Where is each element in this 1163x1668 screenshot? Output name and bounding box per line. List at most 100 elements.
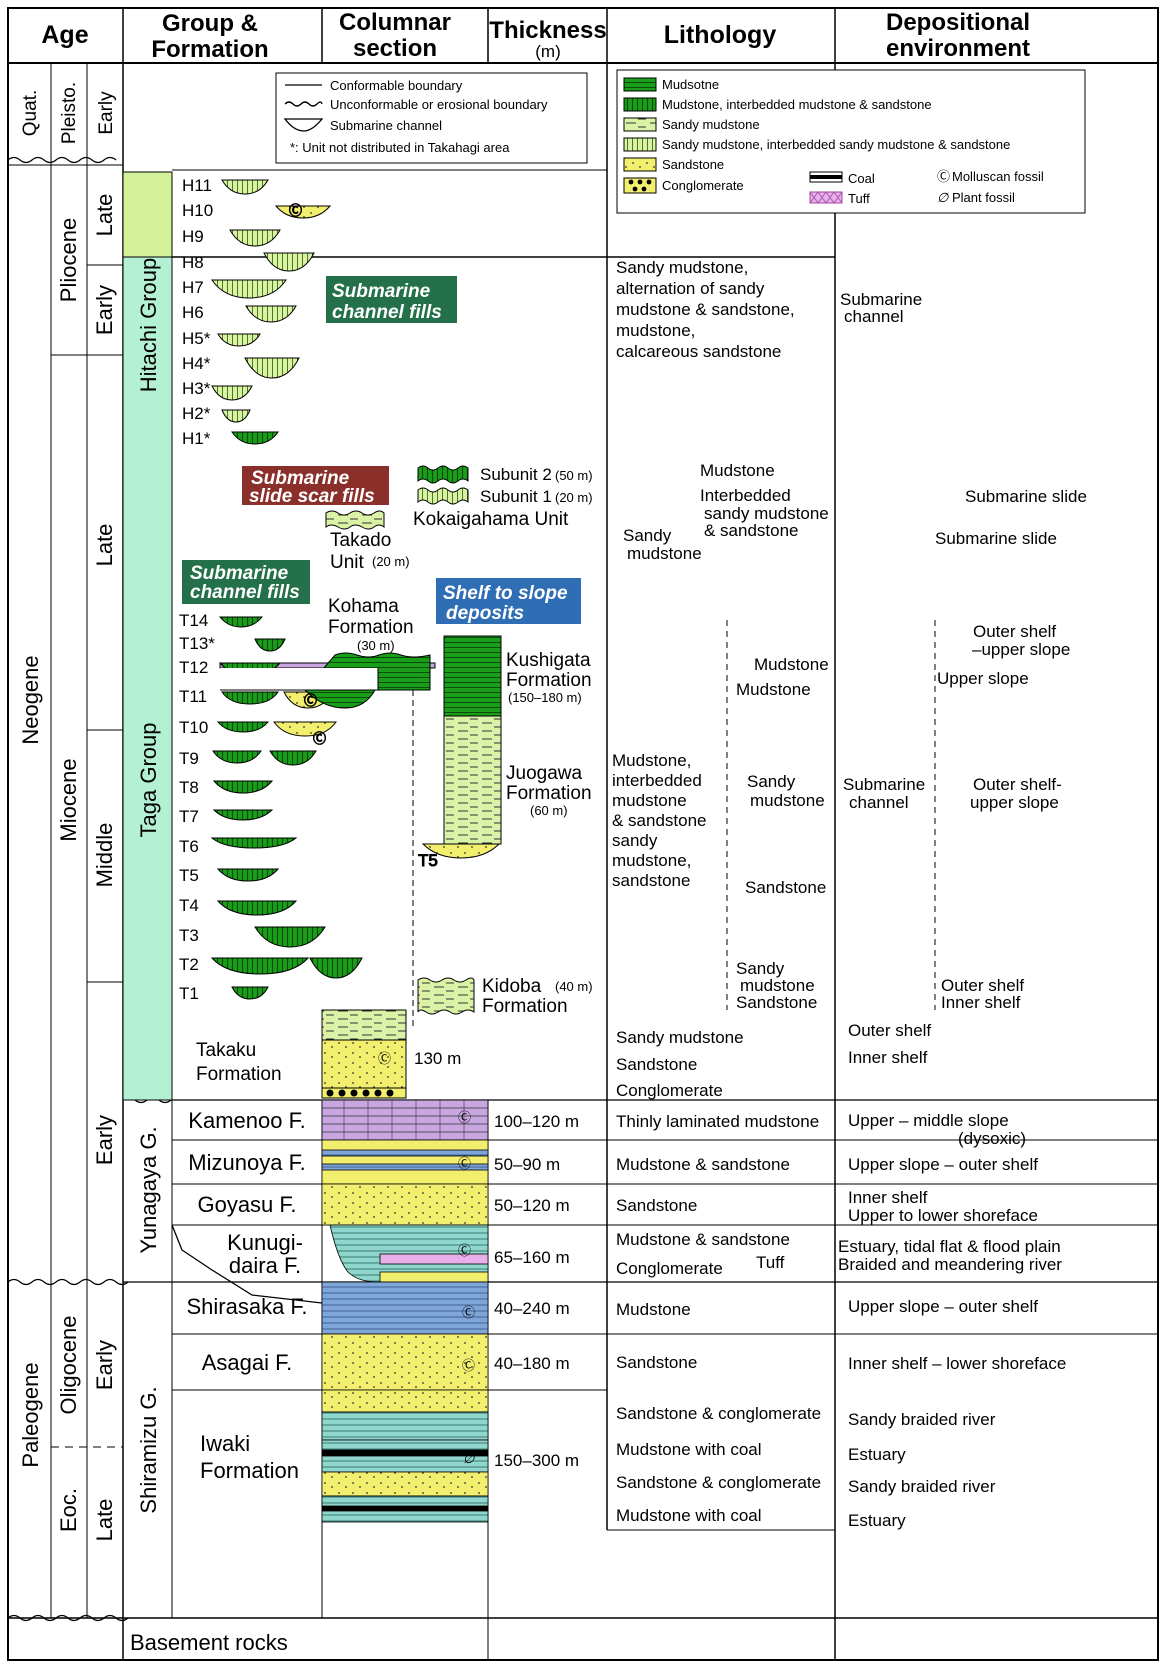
formation-names: Kamenoo F. Mizunoya F. Goyasu F. Kunugi-… xyxy=(186,1108,307,1483)
svg-text:Goyasu F.: Goyasu F. xyxy=(197,1192,296,1217)
unit-h3: H3* xyxy=(182,379,211,398)
svg-text:Kidoba: Kidoba xyxy=(482,976,542,997)
legend-conglomerate: Conglomerate xyxy=(662,178,744,193)
svg-text:Sandy: Sandy xyxy=(736,959,785,978)
svg-text:interbedded: interbedded xyxy=(612,771,702,790)
svg-text:(50 m): (50 m) xyxy=(555,468,593,483)
legend-coal: Coal xyxy=(848,171,875,186)
svg-text:upper slope: upper slope xyxy=(970,793,1059,812)
group-shiramizu: Shiramizu G. xyxy=(136,1386,161,1513)
svg-text:Formation: Formation xyxy=(482,996,568,1017)
svg-text:Conglomerate: Conglomerate xyxy=(616,1259,723,1278)
legend-note: *: Unit not distributed in Takahagi area xyxy=(290,140,510,155)
age-mio-middle: Middle xyxy=(92,823,117,888)
svg-text:Outer shelf: Outer shelf xyxy=(941,976,1024,995)
svg-text:mudstone: mudstone xyxy=(612,791,687,810)
svg-text:(30 m): (30 m) xyxy=(357,638,395,653)
plant-icon: ∅ xyxy=(937,190,949,205)
channel-symbol xyxy=(283,118,324,132)
svg-text:Outer shelf: Outer shelf xyxy=(973,622,1056,641)
environment-text-upper: Submarine channel Submarine slide Submar… xyxy=(840,290,1087,1067)
svg-text:Estuary, tidal flat & flood pl: Estuary, tidal flat & flood plain xyxy=(838,1237,1061,1256)
unit-h10: H10 xyxy=(182,201,213,220)
svg-text:T12: T12 xyxy=(179,658,208,677)
mollusc-icon-shirasaka: Ⓒ xyxy=(462,1305,475,1320)
header-group-1: Group & xyxy=(162,10,258,37)
mollusc-icon-h10: Ⓒ xyxy=(289,203,302,218)
mollusc-icon: Ⓒ xyxy=(937,169,950,184)
svg-text:T7: T7 xyxy=(179,807,199,826)
svg-text:slide scar fills: slide scar fills xyxy=(249,486,375,507)
mollusc-icon-asagai: Ⓒ xyxy=(462,1358,475,1373)
svg-text:Formation: Formation xyxy=(328,617,414,638)
svg-text:(150–180 m): (150–180 m) xyxy=(508,690,582,705)
svg-text:Inner shelf: Inner shelf xyxy=(848,1048,928,1067)
legend-mollusc: Molluscan fossil xyxy=(952,169,1044,184)
age-eoc-late: Late xyxy=(92,1499,117,1542)
legend-unconformable: Unconformable or erosional boundary xyxy=(330,97,548,112)
svg-text:Takado: Takado xyxy=(330,530,391,551)
box-slide: Submarine slide scar fills xyxy=(242,466,389,507)
legend-channel: Submarine channel xyxy=(330,118,442,133)
lithology-dashed xyxy=(726,620,936,1010)
svg-text:mudstone: mudstone xyxy=(750,791,825,810)
svg-text:Subunit 2: Subunit 2 xyxy=(480,465,552,484)
svg-text:T8: T8 xyxy=(179,778,199,797)
hitachi-units: H11 H10 H9 H8 H7 H6 H5* H4* H3* H2* H1* xyxy=(182,176,213,448)
legend-plant: Plant fossil xyxy=(952,190,1015,205)
svg-text:T14: T14 xyxy=(179,611,208,630)
svg-text:Juogawa: Juogawa xyxy=(506,763,582,784)
svg-text:Shelf to slope: Shelf to slope xyxy=(443,583,568,604)
svg-text:–upper slope: –upper slope xyxy=(972,640,1070,659)
svg-text:Inner shelf – lower shoreface: Inner shelf – lower shoreface xyxy=(848,1354,1066,1373)
svg-text:Mizunoya F.: Mizunoya F. xyxy=(188,1150,305,1175)
svg-text:sandy: sandy xyxy=(612,831,658,850)
svg-text:Formation: Formation xyxy=(506,670,592,691)
formation-thickness: 100–120 m 50–90 m 50–120 m 65–160 m 40–2… xyxy=(494,1112,579,1470)
svg-text:Upper slope: Upper slope xyxy=(937,669,1029,688)
svg-text:Submarine: Submarine xyxy=(843,775,925,794)
svg-text:T4: T4 xyxy=(179,896,199,915)
svg-text:channel fills: channel fills xyxy=(190,582,300,603)
unit-h1: H1* xyxy=(182,429,211,448)
svg-text:Upper slope – outer shelf: Upper slope – outer shelf xyxy=(848,1155,1038,1174)
svg-text:Braided and meandering river: Braided and meandering river xyxy=(838,1255,1062,1274)
age-column: Quat. Pleisto. Early Neogene Pliocene La… xyxy=(18,82,117,1542)
svg-text:& sandstone: & sandstone xyxy=(612,811,707,830)
svg-text:Iwaki: Iwaki xyxy=(200,1431,250,1456)
svg-text:Upper – middle slope: Upper – middle slope xyxy=(848,1111,1009,1130)
svg-text:T13*: T13* xyxy=(179,634,215,653)
svg-text:Sandy: Sandy xyxy=(747,772,796,791)
svg-text:sandstone: sandstone xyxy=(612,871,690,890)
svg-text:50–120 m: 50–120 m xyxy=(494,1196,570,1215)
svg-text:Estuary: Estuary xyxy=(848,1445,906,1464)
age-neogene: Neogene xyxy=(18,655,43,744)
svg-text:(60 m): (60 m) xyxy=(530,803,568,818)
plant-icon-iwaki: ∅ xyxy=(463,1451,475,1466)
group-taga: Taga Group xyxy=(136,723,161,838)
hitachi-channels: Ⓒ xyxy=(211,179,332,445)
svg-text:(20 m): (20 m) xyxy=(372,554,410,569)
unit-h2: H2* xyxy=(182,404,211,423)
svg-text:mudstone,: mudstone, xyxy=(612,851,691,870)
svg-text:150–300 m: 150–300 m xyxy=(494,1451,579,1470)
header-row: Age Group & Formation Columnar section T… xyxy=(41,9,1030,63)
box-channel-taga: Submarine channel fills xyxy=(182,560,310,604)
svg-text:channel fills: channel fills xyxy=(332,302,442,323)
svg-text:Mudstone: Mudstone xyxy=(736,680,811,699)
svg-text:daira F.: daira F. xyxy=(229,1253,301,1278)
group-labels: Hitachi Group Taga Group Yunagaya G. Shi… xyxy=(136,258,161,1514)
age-miocene: Miocene xyxy=(56,758,81,841)
unit-h11: H11 xyxy=(182,176,212,195)
svg-text:channel: channel xyxy=(844,307,904,326)
svg-text:Outer shelf-: Outer shelf- xyxy=(973,775,1062,794)
svg-text:Sandstone: Sandstone xyxy=(616,1196,697,1215)
header-lithology: Lithology xyxy=(664,21,777,49)
svg-text:Sandy: Sandy xyxy=(623,526,672,545)
svg-text:40–240 m: 40–240 m xyxy=(494,1299,570,1318)
legend-sandy-mud: Sandy mudstone xyxy=(662,117,760,132)
svg-text:40–180 m: 40–180 m xyxy=(494,1354,570,1373)
age-mio-late: Late xyxy=(92,524,117,567)
header-columnar-2: section xyxy=(353,35,437,62)
legend-swatch-coal xyxy=(810,175,842,179)
